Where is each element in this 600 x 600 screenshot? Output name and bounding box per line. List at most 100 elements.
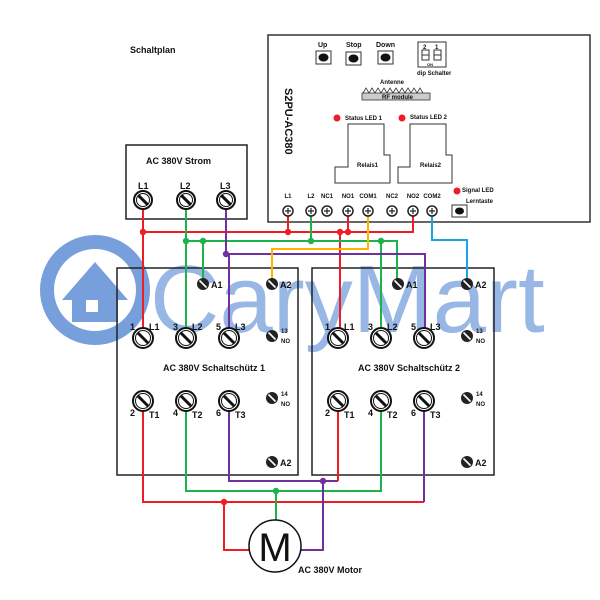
wire-junction-dot: [199, 237, 207, 245]
contactor-1-title: AC 380V Schaltschütz 1: [163, 363, 265, 373]
contactor-2-no-label: NO: [476, 402, 485, 408]
module-terminal-label: L1: [284, 194, 292, 200]
antenna-label: Antenne: [380, 80, 405, 86]
module-terminal-label: NC2: [386, 194, 399, 200]
motor: M AC 380V Motor: [248, 519, 363, 575]
page-title: Schaltplan: [130, 45, 176, 55]
contactor-1-a2-terminal[interactable]: [266, 278, 278, 290]
button-up-label: Up: [318, 42, 327, 49]
up-button[interactable]: [315, 50, 332, 65]
module-terminal-screw[interactable]: [426, 205, 438, 217]
contactor-2-title: AC 380V Schaltschütz 2: [358, 363, 460, 373]
wire-purple-out: [228, 400, 338, 482]
contactor-1-a2-bottom-terminal[interactable]: [266, 456, 278, 468]
contactor-1-in-terminal-3[interactable]: [218, 327, 240, 349]
contactor-2-no14-terminal[interactable]: [461, 392, 473, 404]
power-terminal-l3[interactable]: [216, 190, 236, 210]
contactor-2-in-terminal-2[interactable]: [370, 327, 392, 349]
contactor-2-a1-terminal[interactable]: [392, 278, 404, 290]
wire-junction-dot: [139, 228, 147, 236]
motor-label: AC 380V Motor: [298, 565, 363, 575]
contactor-2-in-terminal-3[interactable]: [413, 327, 435, 349]
contactor-1-box: [116, 267, 299, 476]
module-terminal-screw[interactable]: [305, 205, 317, 217]
contactor-1-no13-terminal[interactable]: [266, 330, 278, 342]
status-led-2-label: Status LED 2: [410, 115, 448, 121]
dip-label-1: 1: [435, 45, 439, 51]
contactor-2-out-terminal-2[interactable]: [370, 390, 392, 412]
contactor-2-no-label: NO: [476, 339, 485, 345]
module-terminal-screw[interactable]: [321, 205, 333, 217]
power-l2-label: L2: [180, 181, 191, 191]
stop-button[interactable]: [345, 51, 362, 66]
contactor-1-in-terminal-1[interactable]: [132, 327, 154, 349]
contactor-2-a2-bottom-terminal[interactable]: [461, 456, 473, 468]
status-led-1-label: Status LED 1: [345, 116, 383, 122]
contactor-1-out-name: T2: [192, 410, 203, 420]
dip-caption: dip Schalter: [417, 71, 452, 77]
module-terminal-screw[interactable]: [386, 205, 398, 217]
contactor-1-a1-terminal[interactable]: [197, 278, 209, 290]
module-terminal-screw[interactable]: [342, 205, 354, 217]
contactor-1-no14-label: 14: [281, 392, 288, 398]
power-l3-label: L3: [220, 181, 231, 191]
wire-junction-dot: [377, 237, 385, 245]
contactor-2-a2-terminal[interactable]: [461, 278, 473, 290]
contactor-2-in-num: 5: [411, 322, 416, 332]
wire-purple-motor: [301, 481, 324, 551]
contactor-2-in-terminal-1[interactable]: [327, 327, 349, 349]
contactor-2-out-num: 2: [325, 408, 330, 418]
wire-red-motor: [223, 502, 250, 551]
wire-purple-bus: [226, 253, 426, 338]
contactor-1-out-name: T1: [149, 410, 160, 420]
power-terminal-l1[interactable]: [133, 190, 153, 210]
contactor-2-out-terminal-3[interactable]: [413, 390, 435, 412]
down-button[interactable]: [377, 50, 394, 65]
contactor-1-in-num: 3: [173, 322, 178, 332]
contactor-1-out-num: 4: [173, 408, 178, 418]
contactor-2-out-terminal-1[interactable]: [327, 390, 349, 412]
contactor-1-out-num: 6: [216, 408, 221, 418]
wire-green-out: [185, 400, 382, 492]
wire-junction-dot: [222, 250, 230, 258]
dip-switch[interactable]: 2 1 ON: [417, 41, 447, 68]
contactor-1-a1-label: A1: [211, 280, 223, 290]
contactor-1-out-num: 2: [130, 408, 135, 418]
contactor-1-in-terminal-2[interactable]: [175, 327, 197, 349]
module-terminal-label: L2: [307, 194, 315, 200]
wire-junction-dot: [344, 228, 352, 236]
module-terminal-screw[interactable]: [362, 205, 374, 217]
power-box-title: AC 380V Strom: [146, 156, 211, 166]
contactor-2-out-name: T1: [344, 410, 355, 420]
module-terminal-screw[interactable]: [407, 205, 419, 217]
power-terminal-l2[interactable]: [176, 190, 196, 210]
contactor-2-box: [311, 267, 495, 476]
wire-junction-dot: [307, 237, 315, 245]
relay-2: [397, 123, 453, 184]
contactor-1-out-terminal-2[interactable]: [175, 390, 197, 412]
wire-blue-com2: [431, 211, 468, 283]
wire-junction-dot: [319, 477, 327, 485]
contactor-1-no14-terminal[interactable]: [266, 392, 278, 404]
contactor-1-out-terminal-1[interactable]: [132, 390, 154, 412]
contactor-2-no13-terminal[interactable]: [461, 330, 473, 342]
wire-junction-dot: [272, 487, 280, 495]
contactor-1-no-label: NO: [281, 402, 290, 408]
receiver-module: S2PU-AC380 Up Stop Down 2 1 ON dip Schal…: [267, 34, 591, 223]
module-terminal-screw[interactable]: [282, 205, 294, 217]
relay-1: [334, 123, 391, 184]
contactor-2-no14-label: 14: [476, 392, 483, 398]
contactor-1-in-name: L3: [235, 322, 246, 332]
module-terminal-label: NC1: [321, 194, 334, 200]
contactor-2-no13-label: 13: [476, 329, 483, 335]
signal-led-label: Signal LED: [462, 188, 494, 194]
contactor-1-in-num: 5: [216, 322, 221, 332]
signal-led-icon: [453, 187, 461, 195]
contactor-1-out-terminal-3[interactable]: [218, 390, 240, 412]
learn-button[interactable]: [451, 204, 468, 218]
button-down-label: Down: [376, 42, 395, 49]
rf-module-label: RF module: [382, 95, 414, 101]
dip-label-2: 2: [423, 45, 427, 51]
